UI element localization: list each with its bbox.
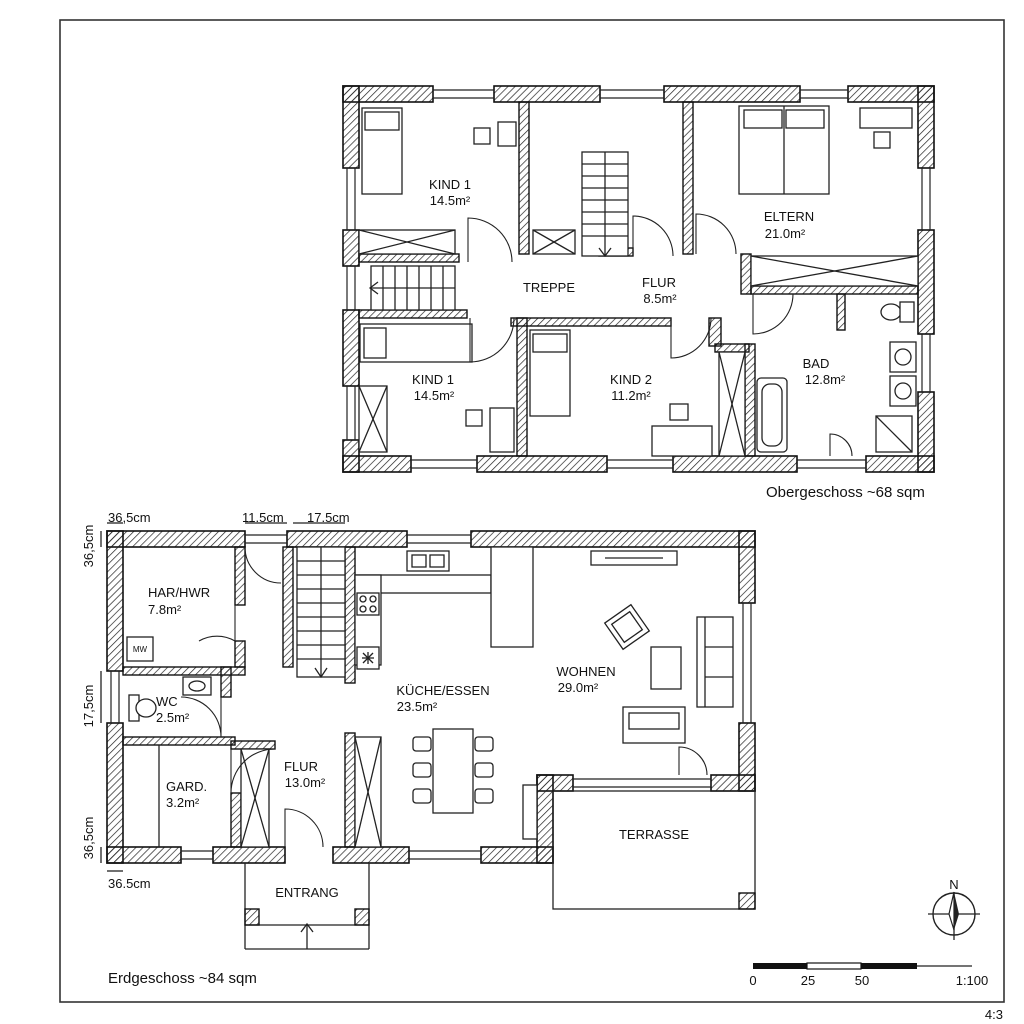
upper-outer-walls <box>342 85 935 473</box>
room-name-kind1-bottom: KIND 1 <box>412 372 454 387</box>
room-area-har-hwr: 7.8m² <box>148 602 182 617</box>
scale-tick-0: 0 <box>749 973 756 988</box>
scale-ratio: 1:100 <box>956 973 989 988</box>
dim-bottom-left: 36.5cm <box>108 876 151 891</box>
upper-furniture <box>465 107 913 457</box>
room-name-kueche-essen: KÜCHE/ESSEN <box>396 683 489 698</box>
dim-top-mid-b: 17.5cm <box>307 510 350 525</box>
room-area-flur-upper: 8.5m² <box>643 291 677 306</box>
living-room-furniture <box>590 550 734 744</box>
room-name-entrang: ENTRANG <box>275 885 339 900</box>
room-area-kind2: 11.2m² <box>611 388 651 403</box>
room-area-flur-ground: 13.0m² <box>285 775 326 790</box>
terrace-post <box>738 892 756 910</box>
room-area-wohnen: 29.0m² <box>558 680 599 695</box>
scale-tick-50: 50 <box>855 973 869 988</box>
room-name-wohnen: WOHNEN <box>556 664 615 679</box>
room-name-eltern: ELTERN <box>764 209 814 224</box>
room-area-kind1-top: 14.5m² <box>430 193 471 208</box>
page-ratio-label: 4:3 <box>985 1007 1003 1022</box>
room-area-wc: 2.5m² <box>156 710 190 725</box>
sheet-border <box>59 19 1005 1003</box>
ground-windows <box>110 534 752 860</box>
ground-sanitary <box>126 636 212 722</box>
dim-side-mid: 17,5cm <box>81 685 96 728</box>
room-name-kind2: KIND 2 <box>610 372 652 387</box>
upper-beds <box>359 105 830 417</box>
microwave-label: MW <box>133 645 148 654</box>
ground-floor-caption: Erdgeschoss ~84 sqm <box>108 970 257 987</box>
dim-side-bottom: 36,5cm <box>81 817 96 860</box>
room-area-bad: 12.8m² <box>805 372 846 387</box>
hall-wardrobes <box>158 736 538 848</box>
room-name-wc: WC <box>156 694 178 709</box>
upper-windows <box>346 89 931 469</box>
dim-top-mid-a: 11.5cm <box>242 510 284 525</box>
ground-doors <box>180 546 708 848</box>
entrance-canopy <box>244 863 370 950</box>
dining-table <box>412 728 494 814</box>
north-label: N <box>949 877 958 892</box>
room-area-kueche-essen: 23.5m² <box>397 699 438 714</box>
room-name-terrasse: TERRASSE <box>619 827 689 842</box>
room-name-bad: BAD <box>803 356 830 371</box>
upper-floor-plan: KIND 1 14.5m² ELTERN 21.0m² TREPPE FLUR … <box>342 85 935 501</box>
dimension-labels: 36,5cm 11.5cm 17.5cm 36,5cm 17,5cm 36,5c… <box>81 510 350 891</box>
room-area-eltern: 21.0m² <box>765 226 806 241</box>
upper-doors <box>467 213 853 457</box>
kitchen-fixtures <box>354 546 534 670</box>
ground-stairs <box>296 546 346 679</box>
scale-bar: 0 25 50 1:100 <box>749 962 989 988</box>
room-area-kind1-bottom: 14.5m² <box>414 388 455 403</box>
upper-stairs <box>368 151 629 311</box>
upper-bath-fixtures <box>756 301 917 453</box>
terrace-slab <box>552 790 756 910</box>
room-name-treppe: TREPPE <box>523 280 575 295</box>
room-name-har-hwr: HAR/HWR <box>148 585 210 600</box>
ground-interior-walls <box>122 546 356 848</box>
room-name-kind1-top: KIND 1 <box>429 177 471 192</box>
north-arrow-icon: N <box>928 877 980 940</box>
upper-wardrobes <box>358 229 919 457</box>
upper-floor-caption: Obergeschoss ~68 sqm <box>766 484 925 501</box>
scale-tick-25: 25 <box>801 973 815 988</box>
room-name-flur-upper: FLUR <box>642 275 676 290</box>
room-area-gard: 3.2m² <box>166 795 200 810</box>
dim-side-top: 36,5cm <box>81 525 96 568</box>
room-name-gard: GARD. <box>166 779 207 794</box>
ground-floor-plan: HAR/HWR 7.8m² MW WC 2.5m² GARD. 3.2m² FL… <box>106 530 756 987</box>
room-name-flur-ground: FLUR <box>284 759 318 774</box>
dim-top-left: 36,5cm <box>108 510 151 525</box>
